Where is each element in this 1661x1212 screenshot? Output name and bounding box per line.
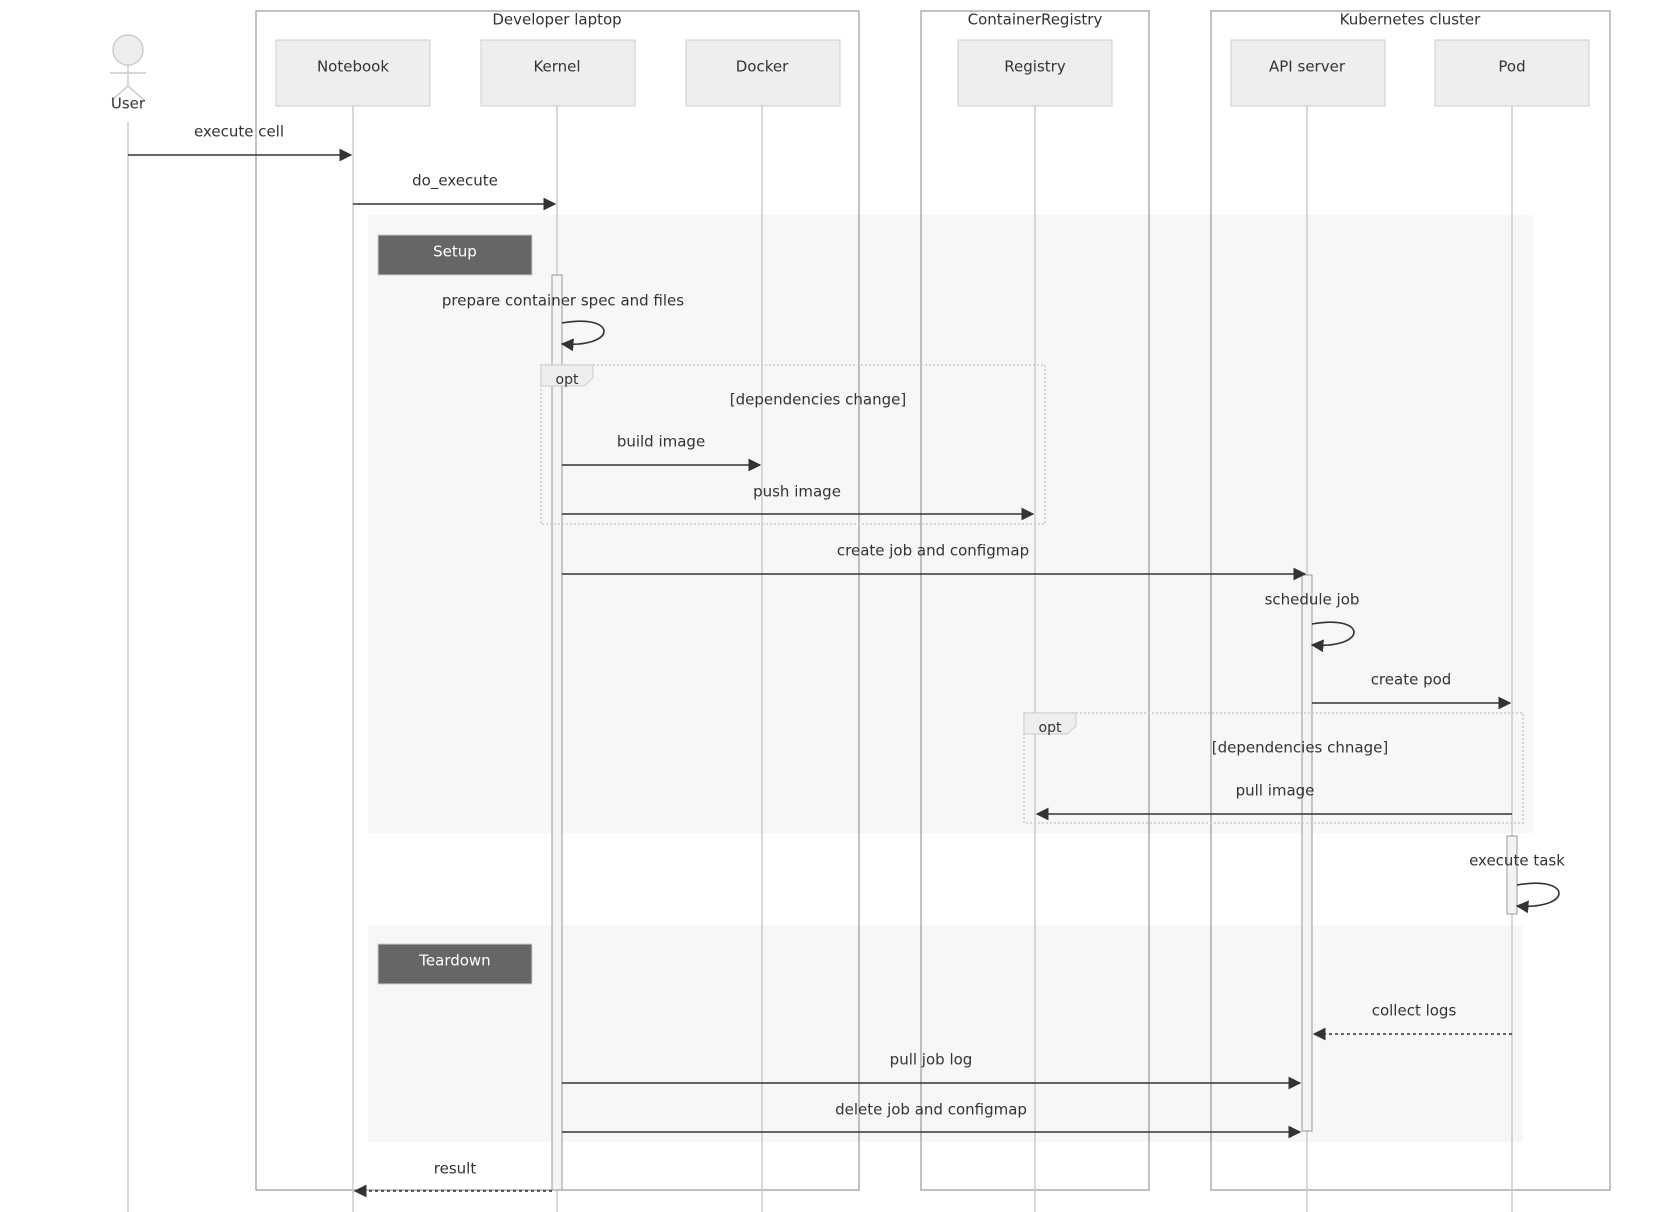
message-label: schedule job xyxy=(1265,591,1360,609)
message-result: result xyxy=(353,1160,552,1198)
message-execute-cell: execute cell xyxy=(128,123,353,162)
group-kubernetes-cluster: Kubernetes cluster xyxy=(1210,10,1611,1191)
actor-registry: Registry xyxy=(957,39,1113,107)
actor-label-docker: Docker xyxy=(736,58,789,76)
actor-label-notebook: Notebook xyxy=(317,58,389,76)
section-setup-label: Setup xyxy=(377,234,533,276)
message-label: collect logs xyxy=(1372,1002,1457,1020)
message-do-execute: do_execute xyxy=(353,172,557,211)
activation-api-server xyxy=(1301,574,1313,1132)
opt-condition: [dependencies change] xyxy=(730,391,906,409)
opt-block-dependencies-change: opt [dependencies change] xyxy=(540,364,1046,525)
message-pull-job-log: pull job log xyxy=(562,1051,1302,1090)
actor-api-server: API server xyxy=(1230,39,1386,107)
actor-docker: Docker xyxy=(685,39,841,107)
message-label: execute cell xyxy=(194,123,284,141)
message-schedule-job: schedule job xyxy=(1265,591,1360,653)
activation-pod xyxy=(1506,835,1518,915)
message-label: push image xyxy=(753,483,841,501)
actor-label-pod: Pod xyxy=(1498,58,1525,76)
message-label: pull image xyxy=(1236,782,1315,800)
message-build-image: build image xyxy=(562,433,762,472)
message-label: result xyxy=(434,1160,477,1178)
message-label: create job and configmap xyxy=(837,542,1029,560)
actor-label-user: User xyxy=(111,95,146,113)
message-label: execute task xyxy=(1469,852,1565,870)
actor-notebook: Notebook xyxy=(275,39,431,107)
message-label: pull job log xyxy=(890,1051,973,1069)
message-create-pod: create pod xyxy=(1312,671,1512,710)
actor-kernel: Kernel xyxy=(480,39,636,107)
group-title-developer-laptop: Developer laptop xyxy=(492,11,621,29)
svg-text:Teardown: Teardown xyxy=(418,952,490,970)
user-head-icon xyxy=(112,34,144,66)
message-delete-job-and-configmap: delete job and configmap xyxy=(562,1101,1302,1139)
message-label: delete job and configmap xyxy=(835,1101,1027,1119)
message-push-image: push image xyxy=(562,483,1035,521)
section-teardown-label: Teardown xyxy=(377,943,533,985)
svg-text:Setup: Setup xyxy=(433,243,477,261)
message-collect-logs: collect logs xyxy=(1312,1002,1512,1041)
opt-block-dependencies-chnage: opt [dependencies chnage] xyxy=(1023,712,1524,824)
actor-pod: Pod xyxy=(1434,39,1590,107)
message-prepare-container-spec: prepare container spec and files xyxy=(442,292,684,352)
message-label: prepare container spec and files xyxy=(442,292,684,310)
actor-label-api-server: API server xyxy=(1269,58,1346,76)
opt-label: opt xyxy=(556,372,579,388)
opt-label: opt xyxy=(1039,720,1062,736)
message-label: do_execute xyxy=(412,172,498,191)
activation-kernel xyxy=(551,274,563,1191)
actor-user: User xyxy=(110,34,146,113)
message-label: create pod xyxy=(1371,671,1452,689)
actor-label-kernel: Kernel xyxy=(533,58,580,76)
opt-condition: [dependencies chnage] xyxy=(1212,739,1388,757)
message-create-job-and-configmap: create job and configmap xyxy=(562,542,1307,581)
message-label: build image xyxy=(617,433,705,451)
actor-label-registry: Registry xyxy=(1004,58,1066,76)
message-execute-task: execute task xyxy=(1469,852,1565,914)
group-title-container-registry: ContainerRegistry xyxy=(968,11,1103,29)
group-title-kubernetes-cluster: Kubernetes cluster xyxy=(1340,11,1482,29)
message-pull-image: pull image xyxy=(1035,782,1512,821)
